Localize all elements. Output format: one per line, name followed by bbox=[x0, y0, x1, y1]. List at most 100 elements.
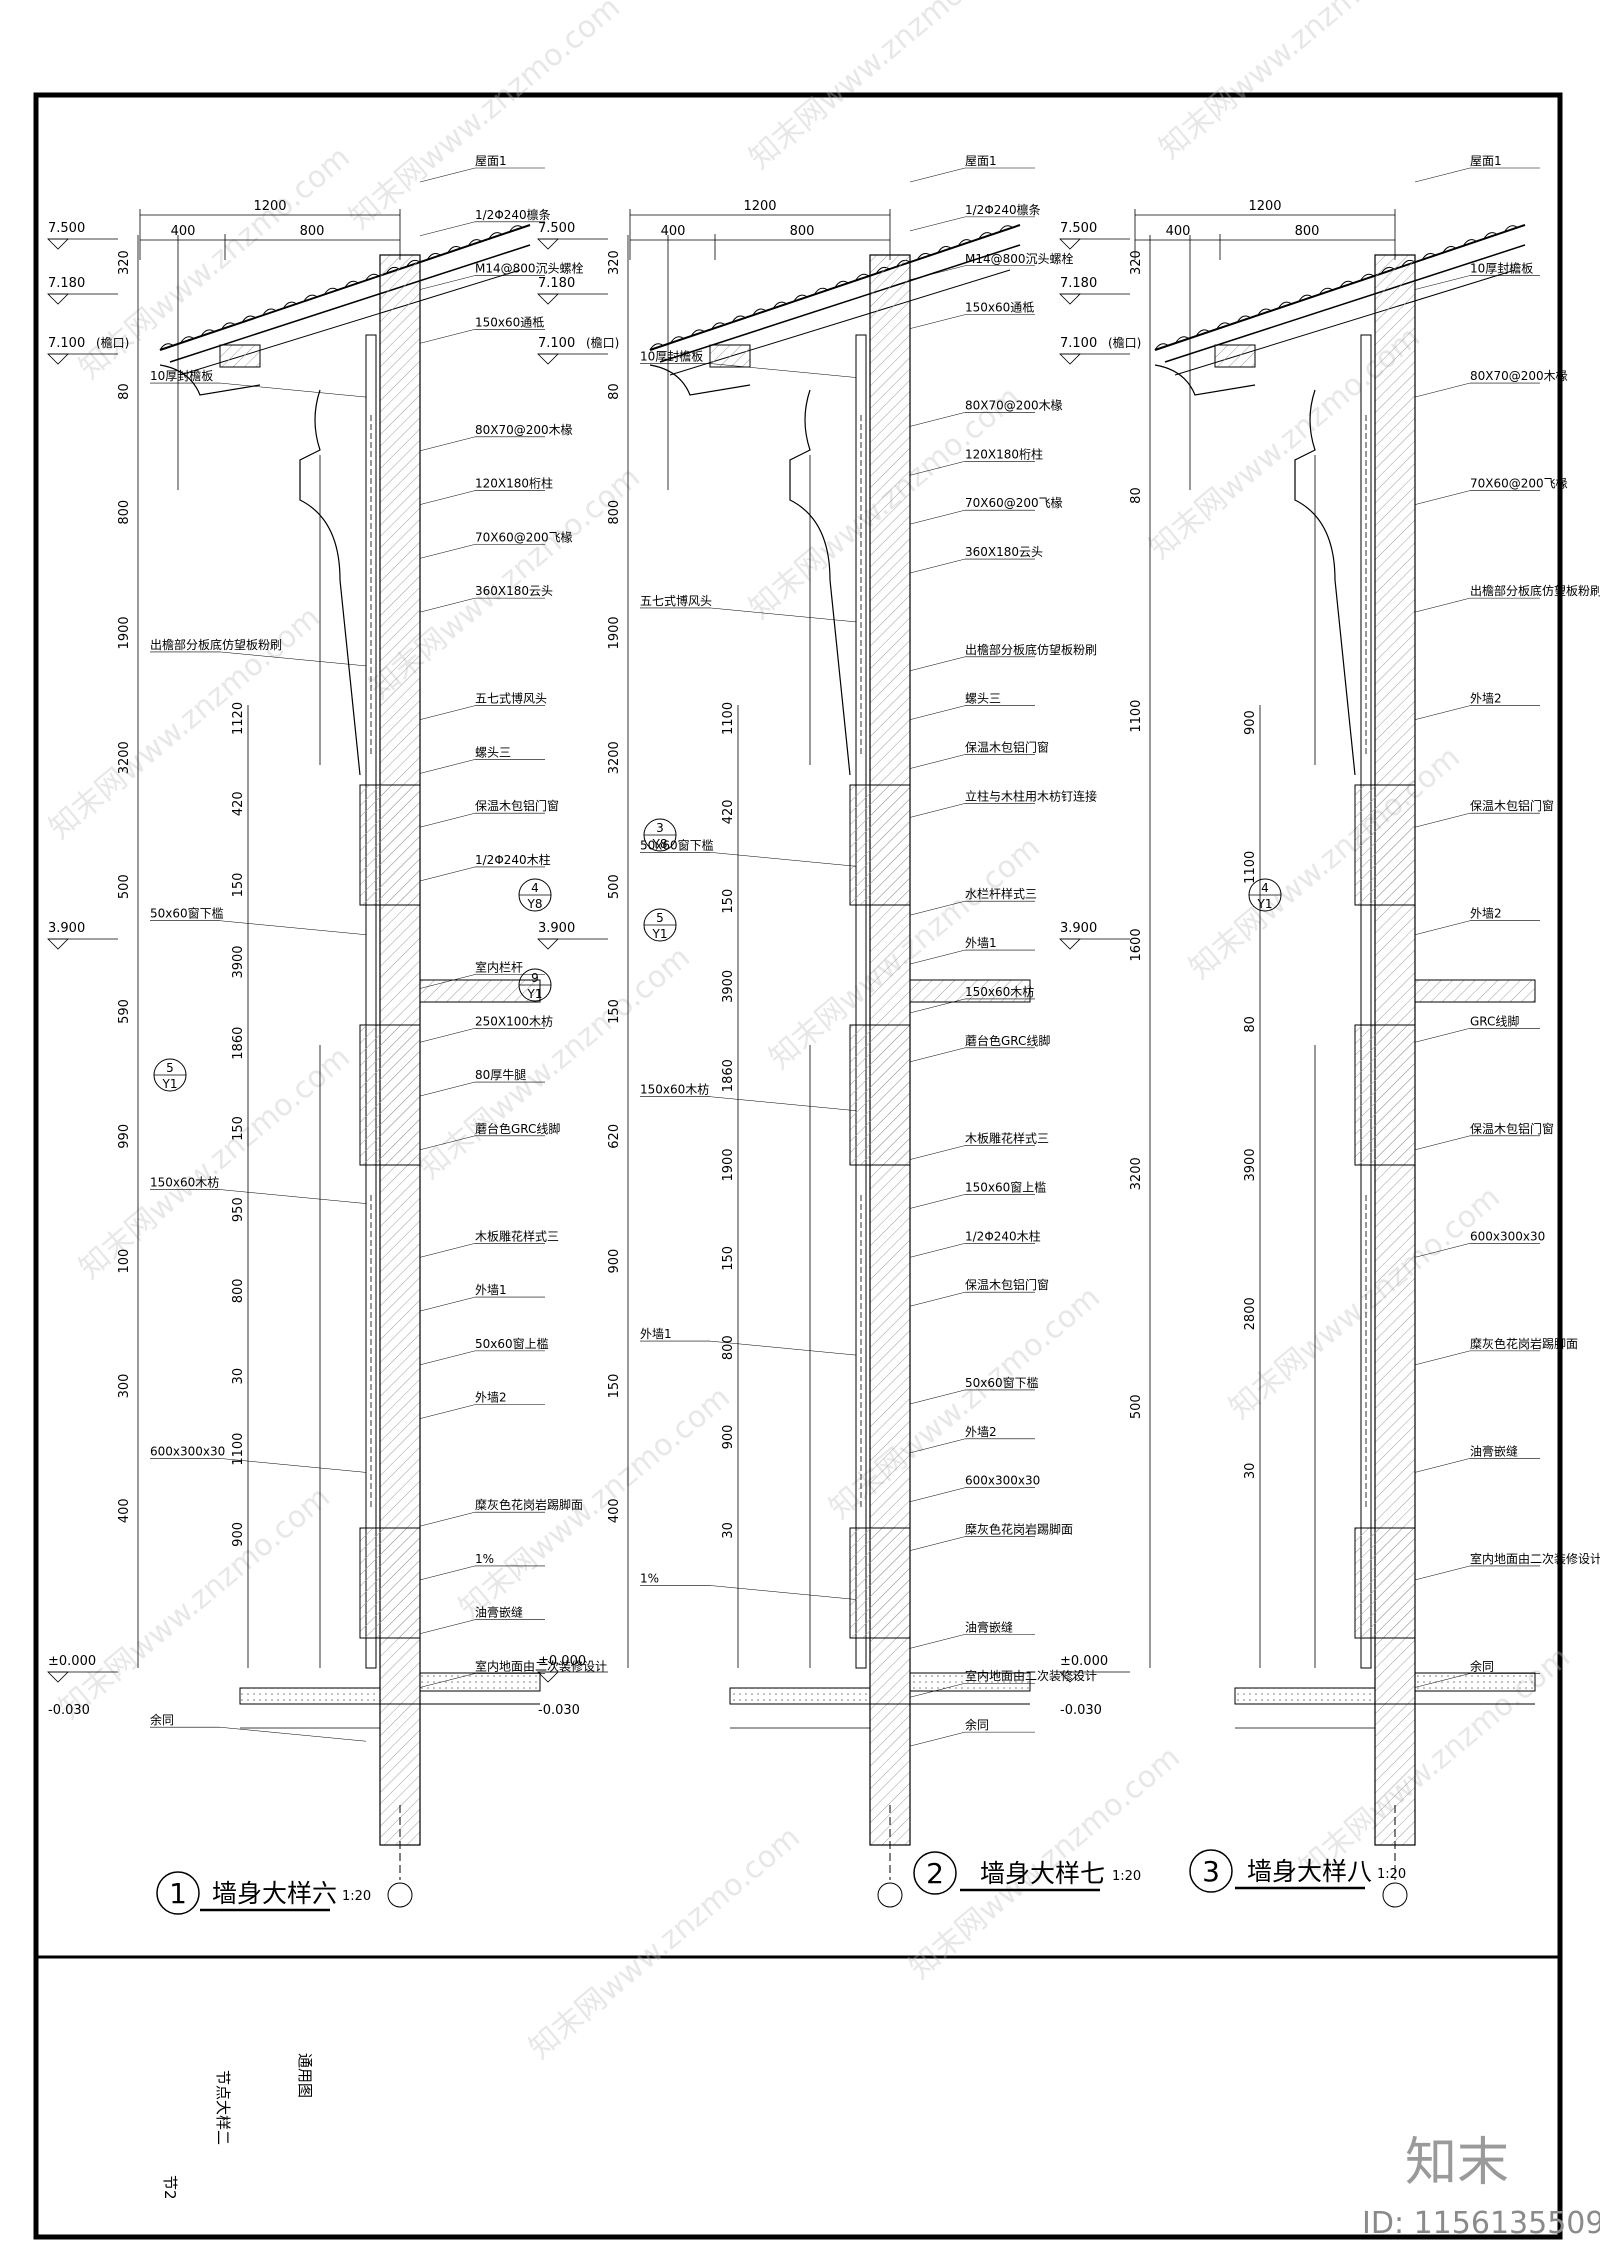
roof-tile bbox=[690, 329, 706, 337]
vertical-dim-text: 150 bbox=[721, 889, 736, 914]
vertical-dim-text: 3900 bbox=[231, 945, 246, 978]
leader-line bbox=[1414, 705, 1471, 720]
vertical-dim-text: 950 bbox=[231, 1197, 246, 1222]
annotation-text: 外墙2 bbox=[475, 1391, 507, 1405]
leader-line bbox=[909, 1389, 966, 1405]
roof-tile bbox=[324, 287, 339, 295]
annotation-text: 50x60窗下槛 bbox=[965, 1375, 1039, 1390]
vertical-dim-text: 990 bbox=[117, 1124, 132, 1149]
leader-line bbox=[219, 382, 367, 398]
floor-slab bbox=[1414, 979, 1536, 1003]
leader-line bbox=[419, 1511, 476, 1527]
annotation-text: 1/2Φ240檩条 bbox=[475, 207, 551, 222]
detail-number-circle bbox=[1189, 1849, 1233, 1893]
leader-line bbox=[909, 900, 966, 916]
leader-line bbox=[1414, 812, 1471, 828]
roof-tile bbox=[1319, 287, 1334, 295]
leader-line bbox=[909, 1194, 966, 1209]
leader-line bbox=[909, 216, 966, 232]
floor-slab bbox=[419, 979, 541, 1003]
leader-line bbox=[219, 1189, 367, 1204]
annotation-text: 外墙2 bbox=[1470, 692, 1502, 706]
annotation-text: 80X70@200木椽 bbox=[1470, 369, 1568, 383]
roof-board-line bbox=[659, 244, 1021, 363]
detail-title-3: 3 墙身大样八 1:20 bbox=[1189, 1849, 1406, 1893]
timber-column bbox=[1360, 334, 1372, 1669]
leader-line bbox=[909, 1047, 966, 1063]
leader-line bbox=[419, 1565, 476, 1581]
leader-line bbox=[909, 1731, 966, 1747]
annotation-text: 屋面1 bbox=[475, 154, 507, 168]
leader-line bbox=[419, 812, 476, 828]
leader-line bbox=[1414, 490, 1471, 505]
callout-number: 5 bbox=[166, 1061, 174, 1075]
annotation-text: 80厚牛腿 bbox=[475, 1067, 526, 1082]
detail-title-2: 2 墙身大样七 1:20 bbox=[913, 1851, 1141, 1895]
leader-line bbox=[1414, 1350, 1471, 1366]
annotation-text: 360X180云头 bbox=[965, 545, 1043, 559]
annotation-text: 水栏杆样式三 bbox=[965, 886, 1037, 901]
leader-line bbox=[419, 866, 476, 882]
leader-line bbox=[1414, 275, 1471, 290]
annotation-text: 50x60窗下槛 bbox=[150, 906, 224, 921]
annotation-text: 150x60木枋 bbox=[640, 1082, 709, 1097]
ground-slab-outside bbox=[1234, 1687, 1376, 1705]
roof-tile bbox=[1339, 280, 1355, 288]
level-text: 3.900 bbox=[48, 921, 85, 936]
annotation-text: 外墙1 bbox=[965, 936, 997, 950]
leader-line bbox=[909, 509, 966, 525]
annotation-text: 保温木包铝门窗 bbox=[475, 798, 559, 813]
annotation-text: 室内地面由二次装修设计 bbox=[965, 1668, 1097, 1683]
roof-tile bbox=[1442, 246, 1458, 254]
vertical-dim-text: 1100 bbox=[1129, 700, 1144, 733]
leader-line bbox=[1414, 1673, 1471, 1688]
detail-title: 墙身大样八 bbox=[1247, 1857, 1372, 1886]
watermark-text: 知末网www.znzmo.com bbox=[1153, 0, 1437, 166]
annotation-text: 立柱与木柱用木枋钉连接 bbox=[965, 788, 1097, 803]
vertical-dim-text: 900 bbox=[721, 1425, 736, 1450]
level-symbol bbox=[47, 1671, 69, 1683]
leader-line bbox=[419, 1243, 476, 1258]
vertical-dim-text: 500 bbox=[607, 874, 622, 899]
leader-line bbox=[1414, 597, 1471, 613]
annotation-text: 150x60木枋 bbox=[150, 1175, 219, 1190]
callout-reference: Y1 bbox=[1257, 897, 1273, 911]
level-text: ±0.000 bbox=[1060, 1654, 1108, 1669]
leader-line bbox=[219, 920, 367, 935]
vertical-dim-text: 1900 bbox=[721, 1148, 736, 1181]
eave-purlin bbox=[219, 344, 261, 368]
annotation-text: 糜灰色花岗岩踢脚面 bbox=[475, 1497, 583, 1512]
annotation-text: 蘑台色GRC线脚 bbox=[475, 1121, 560, 1136]
callout-reference: Y1 bbox=[527, 987, 543, 1001]
level-text: 7.180 bbox=[1060, 276, 1097, 291]
leader-line bbox=[419, 275, 476, 290]
leader-line bbox=[419, 221, 476, 237]
leader-line bbox=[909, 1438, 966, 1454]
callout-reference: Y8 bbox=[652, 837, 668, 851]
roof-tile bbox=[365, 273, 380, 281]
level-text: -0.030 bbox=[1060, 1703, 1102, 1718]
leader-line bbox=[909, 412, 966, 427]
leader-line bbox=[909, 1145, 966, 1160]
annotation-text: M14@800沉头螺栓 bbox=[965, 251, 1074, 266]
roof-tile bbox=[241, 315, 257, 323]
roof-tile bbox=[282, 301, 298, 309]
callout-number: 5 bbox=[656, 911, 664, 925]
detail-scale: 1:20 bbox=[1377, 1867, 1406, 1882]
annotation-text: 室内地面由二次装修设计 bbox=[475, 1658, 607, 1673]
watermark-text: 知末网www.znzmo.com bbox=[343, 0, 627, 236]
annotation-text: 80X70@200木椽 bbox=[475, 423, 573, 437]
annotation-text: 600x300x30 bbox=[965, 1474, 1040, 1488]
leader-line bbox=[1414, 920, 1471, 935]
vertical-dim-text: 1100 bbox=[231, 1433, 246, 1466]
vertical-dim-text: 900 bbox=[607, 1249, 622, 1274]
leader-line bbox=[419, 436, 476, 452]
roof-tile bbox=[978, 232, 994, 240]
ground-slab-outside bbox=[729, 1687, 871, 1705]
title-block-drawing-type: 通用图 bbox=[296, 2053, 314, 2098]
vertical-dim-text: 500 bbox=[117, 874, 132, 899]
eave-purlin bbox=[709, 344, 751, 368]
annotation-text: 80X70@200木椽 bbox=[965, 398, 1063, 412]
